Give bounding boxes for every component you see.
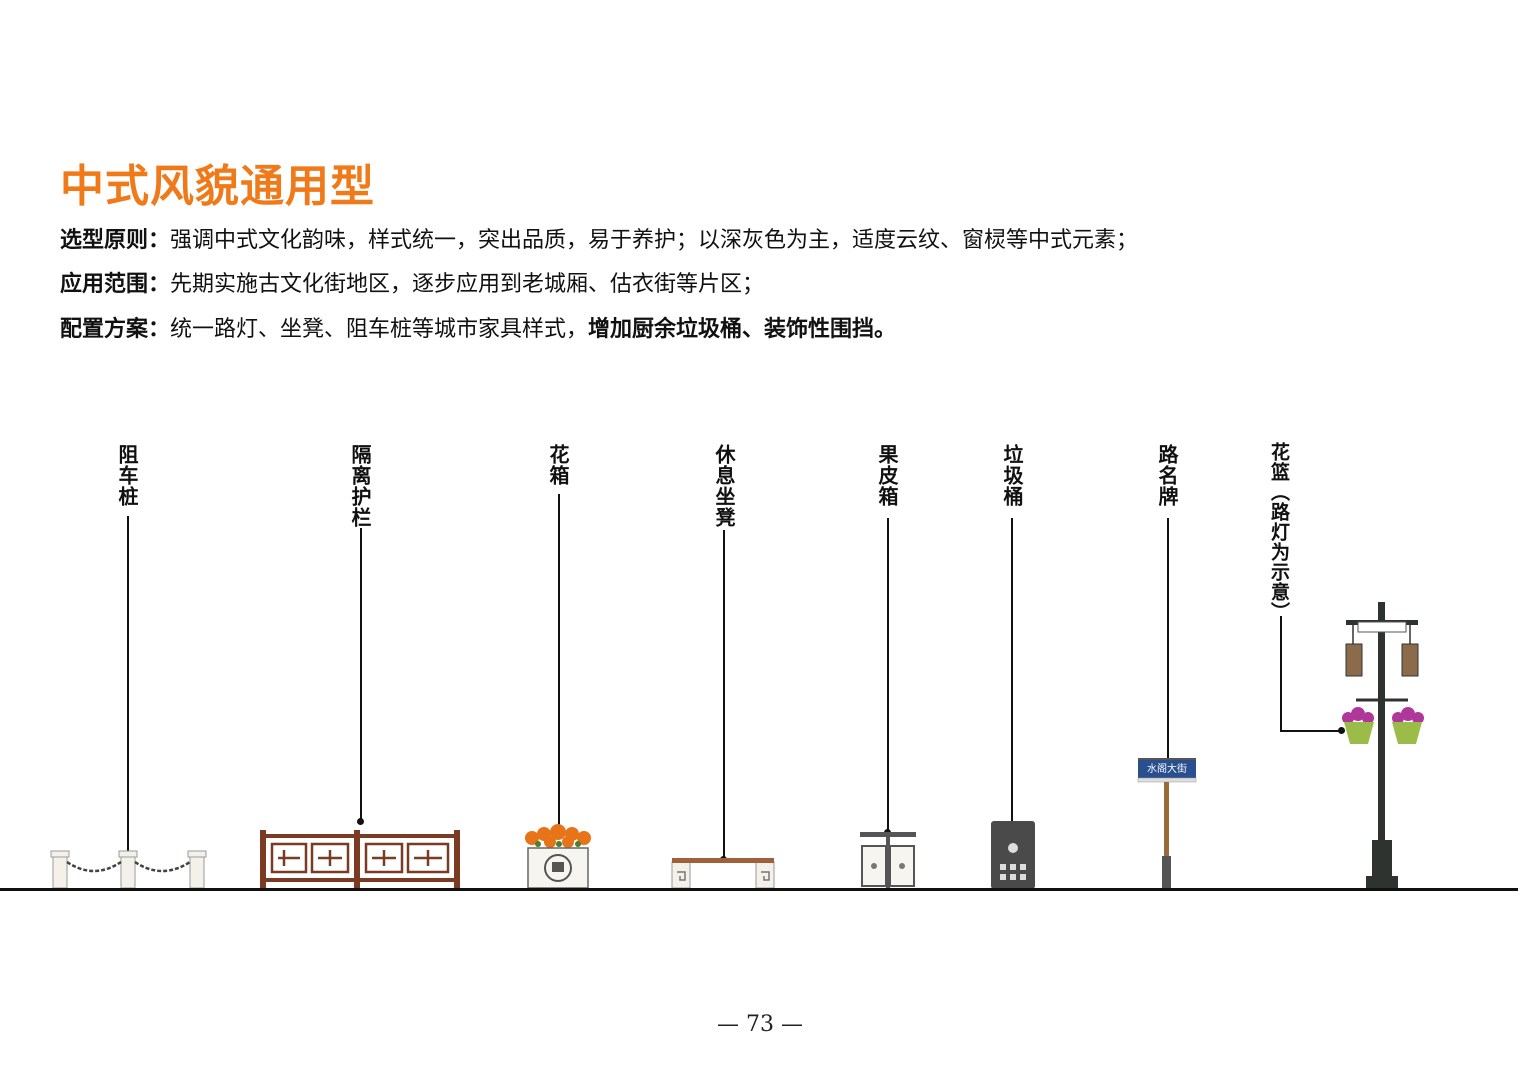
label-bench: 休息坐凳 [712,444,736,528]
label-flower-basket: 花篮（路灯为示意） [1268,442,1290,622]
selection-principle-line: 选型原则：强调中式文化韵味，样式统一，突出品质，易于养护；以深灰色为主，适度云纹… [60,222,1138,254]
leader-bench [723,530,725,860]
leader-dot-flower-basket [1338,727,1345,734]
bench-icon [671,858,775,889]
configuration-plan-text: 统一路灯、坐凳、阻车桩等城市家具样式， [170,317,589,342]
page-number: — 73 — [717,1012,803,1037]
trash-can-icon [991,821,1035,889]
label-bollard: 阻车桩 [115,444,139,507]
flower-box-icon [525,824,591,889]
leader-bollard [127,516,129,878]
lattice-railing-icon [260,830,460,890]
litter-bin-icon [860,832,916,888]
label-litter-bin: 果皮箱 [875,444,899,507]
leader-flower-basket-horizontal [1280,730,1342,732]
leader-dot-railing [357,818,364,825]
leader-litter-bin [887,518,889,832]
label-flower-box: 花箱 [546,444,570,486]
leader-street-sign [1167,518,1169,764]
page-title: 中式风貌通用型 [60,161,375,212]
leader-flower-basket [1280,616,1282,731]
configuration-plan-emphasis: 增加厨余垃圾桶、装饰性围挡。 [588,317,897,342]
configuration-plan-label: 配置方案： [60,317,171,342]
application-scope-label: 应用范围： [60,272,171,297]
leader-trash-can [1011,518,1013,850]
ground-line [0,888,1518,891]
label-street-sign: 路名牌 [1155,444,1179,507]
selection-principle-label: 选型原则： [60,228,171,253]
application-scope-line: 应用范围：先期实施古文化街地区，逐步应用到老城厢、估衣街等片区； [60,266,764,298]
configuration-plan-line: 配置方案：统一路灯、坐凳、阻车桩等城市家具样式，增加厨余垃圾桶、装饰性围挡。 [60,311,896,343]
selection-principle-text: 强调中式文化韵味，样式统一，突出品质，易于养护；以深灰色为主，适度云纹、窗棂等中… [170,228,1139,253]
application-scope-text: 先期实施古文化街地区，逐步应用到老城厢、估衣街等片区； [170,272,765,297]
leader-flower-box [558,494,560,834]
label-railing: 隔离护栏 [348,444,372,528]
street-sign-board: 水阁大街 [1138,758,1196,780]
leader-railing [360,528,362,822]
lamp-flower-basket-icon [1342,602,1424,890]
label-trash-can: 垃圾桶 [1000,444,1024,507]
street-sign-icon [1137,777,1197,888]
bollard-chain-icon [50,850,207,889]
